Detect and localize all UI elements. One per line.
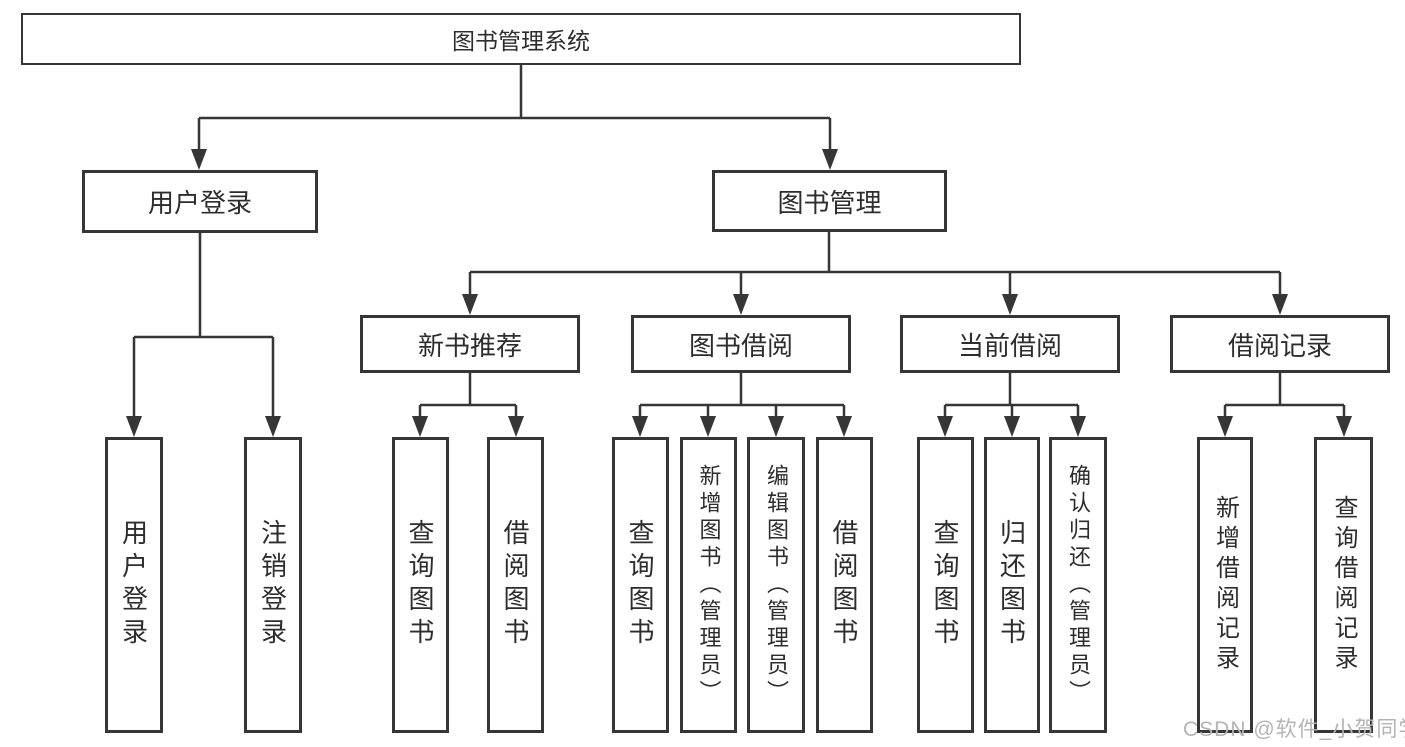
leaf-user-login-label: 用户登录 [118, 519, 149, 651]
leaf-add-borrow-record: 新增借阅记录 [1197, 437, 1253, 733]
node-current-borrow: 当前借阅 [900, 315, 1120, 373]
node-user-login-label: 用户登录 [147, 188, 252, 218]
leaf-query-book-2-label: 查询图书 [625, 519, 655, 651]
node-book-management: 图书管理 [712, 170, 947, 232]
leaf-query-borrow-record-label: 查询借阅记录 [1330, 495, 1357, 675]
leaf-query-book-1: 查询图书 [392, 437, 449, 733]
node-book-management-label: 图书管理 [777, 187, 882, 218]
leaf-add-book-admin: 新增图书（管理员） [680, 437, 737, 733]
leaf-confirm-return-admin-label: 确认归还（管理员） [1066, 463, 1091, 707]
leaf-logout: 注销登录 [244, 437, 302, 733]
csdn-watermark: CSDN @软件_小贺同学 [1183, 718, 1405, 741]
leaf-return-book: 归还图书 [984, 437, 1040, 733]
node-root-label: 图书管理系统 [452, 28, 590, 54]
leaf-borrow-book-2: 借阅图书 [816, 437, 873, 733]
node-new-book-recommend-label: 新书推荐 [417, 330, 522, 361]
node-root: 图书管理系统 [21, 13, 1021, 65]
leaf-borrow-book-1: 借阅图书 [487, 437, 544, 733]
node-book-borrow-label: 图书借阅 [688, 330, 793, 361]
node-user-login: 用户登录 [82, 170, 318, 233]
leaf-query-book-1-label: 查询图书 [405, 519, 435, 651]
leaf-confirm-return-admin: 确认归还（管理员） [1049, 437, 1107, 733]
leaf-query-book-3-label: 查询图书 [930, 519, 960, 651]
leaf-return-book-label: 归还图书 [996, 519, 1027, 651]
leaf-borrow-book-2-label: 借阅图书 [829, 519, 859, 651]
leaf-logout-label: 注销登录 [257, 519, 288, 651]
leaf-borrow-book-1-label: 借阅图书 [500, 519, 530, 651]
arrowheads [126, 149, 1352, 437]
leaf-user-login: 用户登录 [105, 437, 163, 733]
node-borrow-records: 借阅记录 [1170, 315, 1390, 373]
node-book-borrow: 图书借阅 [631, 315, 851, 373]
node-borrow-records-label: 借阅记录 [1227, 330, 1332, 361]
node-new-book-recommend: 新书推荐 [360, 315, 580, 373]
leaf-add-borrow-record-label: 新增借阅记录 [1211, 495, 1239, 675]
leaf-query-borrow-record: 查询借阅记录 [1314, 437, 1373, 733]
leaf-query-book-3: 查询图书 [917, 437, 974, 733]
leaf-add-book-admin-label: 新增图书（管理员） [696, 463, 722, 707]
node-current-borrow-label: 当前借阅 [957, 330, 1062, 361]
leaf-edit-book-admin-label: 编辑图书（管理员） [764, 463, 789, 707]
leaf-edit-book-admin: 编辑图书（管理员） [747, 437, 805, 733]
leaf-query-book-2: 查询图书 [612, 437, 669, 733]
